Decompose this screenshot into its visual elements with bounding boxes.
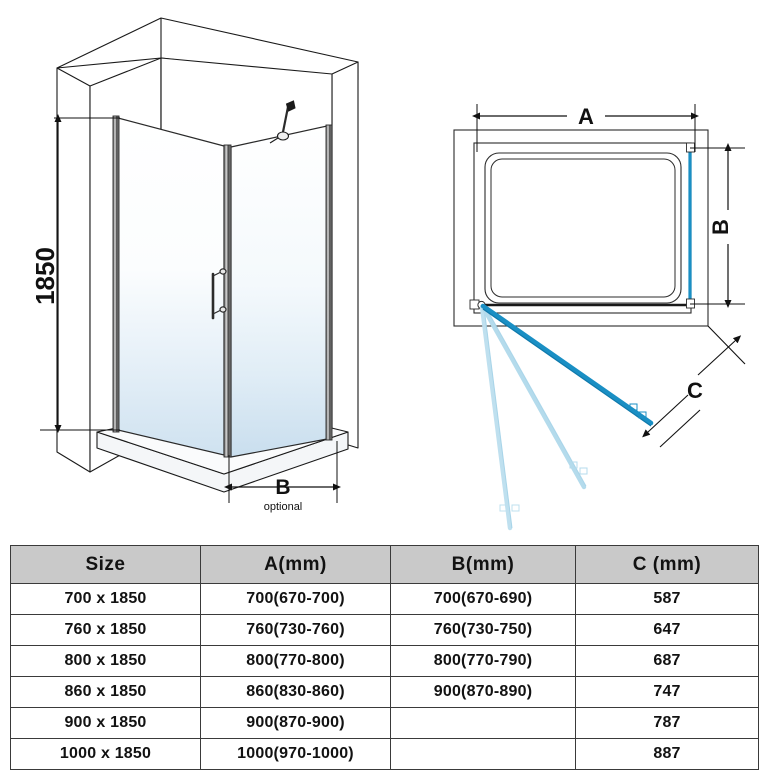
plan-view-group: A B C xyxy=(453,103,746,531)
cell-size: 1000 x 1850 xyxy=(10,738,201,770)
table-row: 1000 x 1850 1000(970-1000) 887 xyxy=(10,738,759,770)
width-dimension-note: optional xyxy=(264,501,303,513)
cell-c: 647 xyxy=(575,614,759,646)
dimension-c-label: C xyxy=(687,378,703,403)
cell-c: 787 xyxy=(575,707,759,739)
shower-head-icon xyxy=(269,100,296,144)
table-row: 760 x 1850 760(730-760) 760(730-750) 647 xyxy=(10,614,759,646)
cell-b: 900(870-890) xyxy=(390,676,576,708)
table-header-row: Size A(mm) B(mm) C (mm) xyxy=(10,545,759,584)
column-header-b: B(mm) xyxy=(390,545,576,584)
column-header-size: Size xyxy=(10,545,201,584)
dimension-c xyxy=(642,325,746,448)
figures-svg: 1850 B optional xyxy=(30,17,746,531)
table-row: 860 x 1850 860(830-860) 900(870-890) 747 xyxy=(10,676,759,708)
width-dimension-b: B optional xyxy=(224,441,341,513)
cell-b: 700(670-690) xyxy=(390,583,576,615)
cell-a: 800(770-800) xyxy=(200,645,391,677)
height-dimension-1850: 1850 xyxy=(30,114,120,433)
cell-b xyxy=(390,707,576,739)
profile-post-left xyxy=(112,115,120,433)
cell-c: 687 xyxy=(575,645,759,677)
cell-a: 900(870-900) xyxy=(200,707,391,739)
plan-tray-inner-outline xyxy=(490,158,676,298)
glass-door-panel xyxy=(230,125,328,458)
plan-door-swing-ghost-2 xyxy=(480,304,588,490)
height-dimension-label: 1850 xyxy=(30,247,60,305)
cell-b: 800(770-790) xyxy=(390,645,576,677)
glass-panel xyxy=(117,117,225,456)
cell-size: 800 x 1850 xyxy=(10,645,201,677)
figures-area: 1850 B optional xyxy=(30,17,746,531)
perspective-view-group: 1850 B optional xyxy=(30,17,359,513)
profile-post-center xyxy=(223,144,232,458)
cell-b: 760(730-750) xyxy=(390,614,576,646)
cell-size: 760 x 1850 xyxy=(10,614,201,646)
cell-size: 860 x 1850 xyxy=(10,676,201,708)
cell-a: 760(730-760) xyxy=(200,614,391,646)
dimension-b: B xyxy=(690,143,745,308)
cell-a: 860(830-860) xyxy=(200,676,391,708)
cell-a: 1000(970-1000) xyxy=(200,738,391,770)
cell-b xyxy=(390,738,576,770)
width-dimension-label: B xyxy=(275,476,290,499)
cell-c: 747 xyxy=(575,676,759,708)
column-header-c: C (mm) xyxy=(575,545,759,584)
plan-door-swing-open xyxy=(480,303,654,427)
cell-a: 700(670-700) xyxy=(200,583,391,615)
cell-c: 887 xyxy=(575,738,759,770)
profile-post-right xyxy=(325,124,333,441)
dimension-b-label: B xyxy=(708,219,733,235)
cell-c: 587 xyxy=(575,583,759,615)
dimension-a: A xyxy=(472,103,699,152)
column-header-a: A(mm) xyxy=(200,545,391,584)
spec-table-wrap: Size A(mm) B(mm) C (mm) 700 x 1850 700(6… xyxy=(10,545,759,770)
cell-size: 700 x 1850 xyxy=(10,583,201,615)
table-row: 900 x 1850 900(870-900) 787 xyxy=(10,707,759,739)
door-handle-icon xyxy=(211,268,227,320)
table-row: 800 x 1850 800(770-800) 800(770-790) 687 xyxy=(10,645,759,677)
cell-size: 900 x 1850 xyxy=(10,707,201,739)
dimension-a-label: A xyxy=(578,104,594,129)
size-specification-table: Size A(mm) B(mm) C (mm) 700 x 1850 700(6… xyxy=(10,545,759,770)
table-row: 700 x 1850 700(670-700) 700(670-690) 587 xyxy=(10,583,759,615)
plan-door-swing-ghost-1 xyxy=(479,304,520,531)
